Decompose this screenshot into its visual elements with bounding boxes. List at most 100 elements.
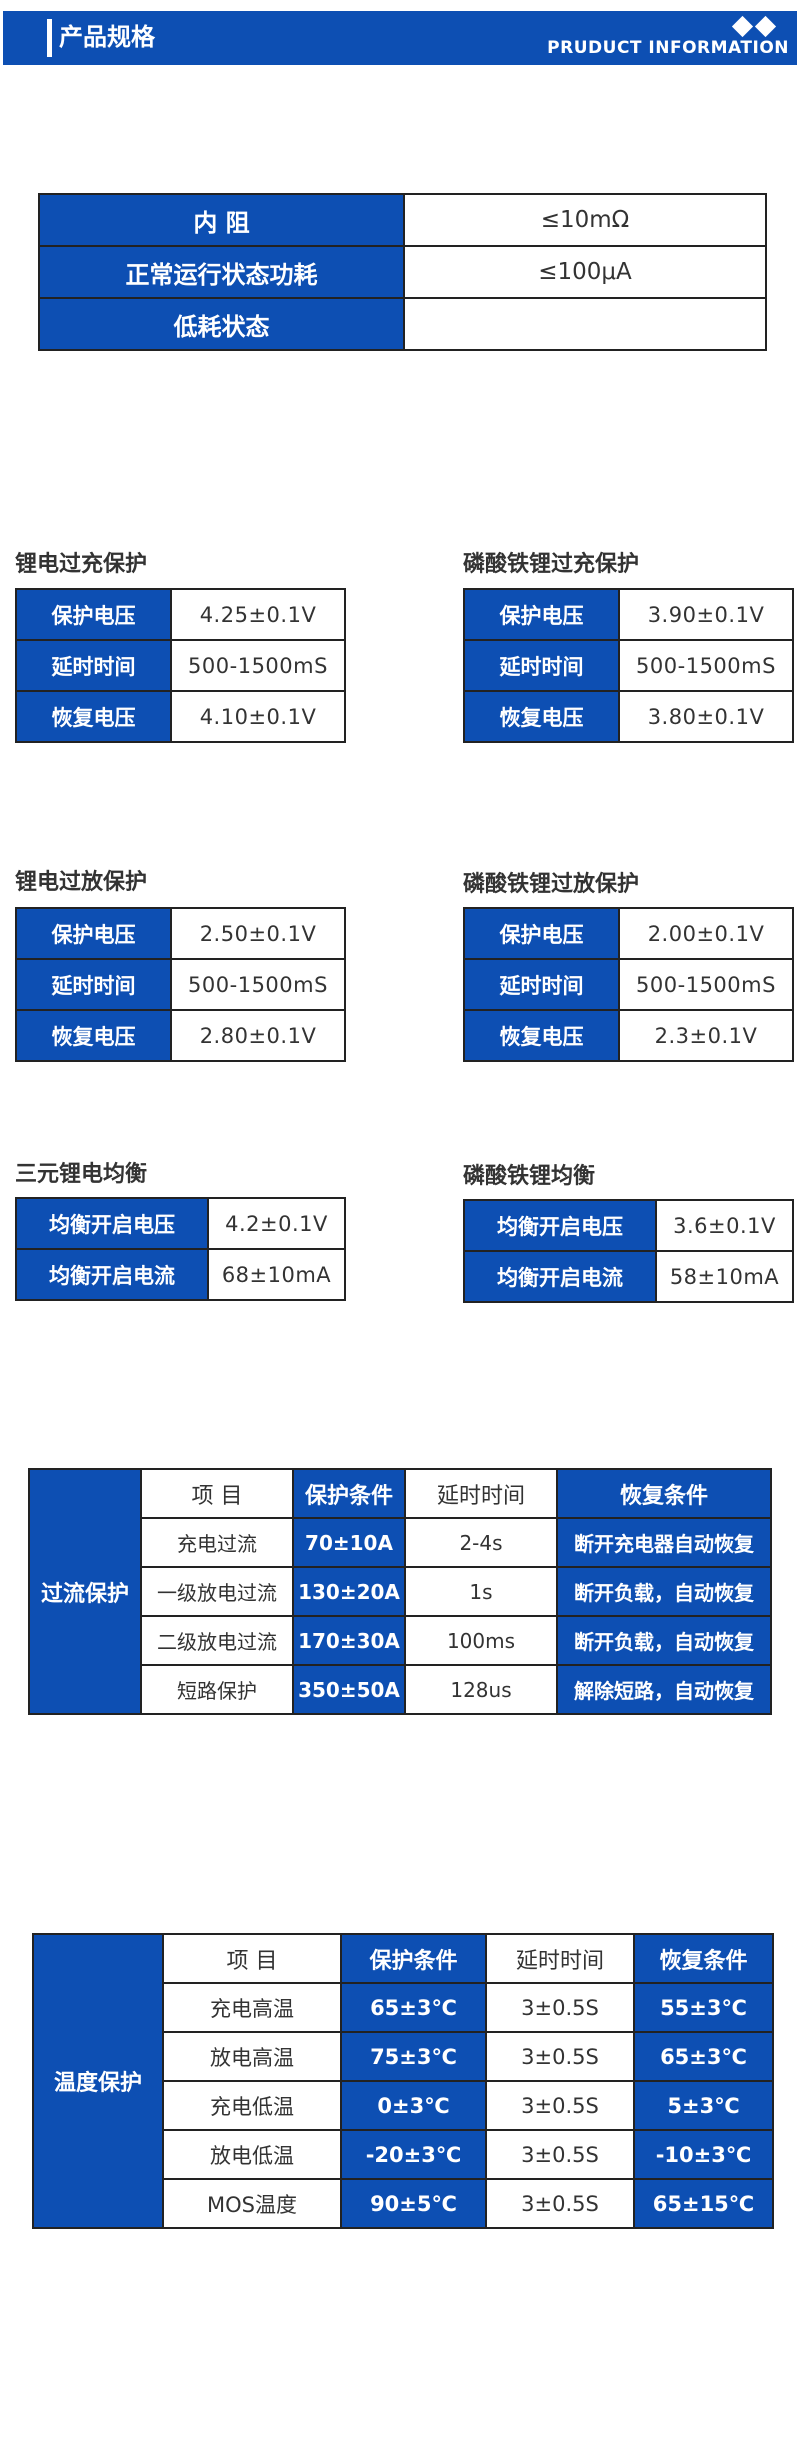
row-value: 2.3±0.1V (618, 1009, 794, 1062)
cell-condition: 350±50A (292, 1664, 406, 1715)
spec-value: ≤100μA (403, 245, 767, 299)
row-label: 延时时间 (15, 958, 172, 1011)
cell-item: 短路保护 (140, 1664, 294, 1715)
row-label: 延时时间 (463, 639, 620, 692)
row-value: 500-1500mS (170, 639, 346, 692)
table-row: 正常运行状态功耗 ≤100μA (38, 245, 767, 299)
column-header: 延时时间 (404, 1468, 558, 1519)
cell-item: 放电低温 (162, 2129, 342, 2180)
row-label: 保护电压 (15, 907, 172, 960)
cell-delay: 3±0.5S (485, 2031, 635, 2082)
header-banner: 产品规格 PRUDUCT INFORMATION (3, 11, 797, 65)
row-value: 58±10mA (655, 1250, 794, 1303)
column-header: 项 目 (162, 1933, 342, 1984)
cell-item: 充电过流 (140, 1517, 294, 1568)
column-header: 恢复条件 (633, 1933, 774, 1984)
diamond-icon (731, 15, 754, 38)
cell-item: 充电低温 (162, 2080, 342, 2131)
row-value: 3.6±0.1V (655, 1199, 794, 1252)
cell-recovery: 65±3℃ (633, 2031, 774, 2082)
cell-delay: 3±0.5S (485, 1982, 635, 2033)
cell-recovery: 断开充电器自动恢复 (556, 1517, 772, 1568)
row-label: 恢复电压 (463, 690, 620, 743)
cell-delay: 3±0.5S (485, 2080, 635, 2131)
table-row: 充电过流 70±10A 2-4s 断开充电器自动恢复 (29, 1517, 772, 1568)
row-value: 2.50±0.1V (170, 907, 346, 960)
cell-recovery: 65±15℃ (633, 2178, 774, 2229)
page-title: 产品规格 (59, 23, 155, 51)
cell-recovery: 断开负载，自动恢复 (556, 1566, 772, 1617)
section-title-li-overdischarge: 锂电过放保护 (15, 870, 148, 895)
column-header: 保护条件 (340, 1933, 487, 1984)
table-row: 放电高温 75±3℃ 3±0.5S 65±3℃ (33, 2031, 774, 2082)
cell-condition: 90±5℃ (340, 2178, 487, 2229)
table-row: 一级放电过流 130±20A 1s 断开负载，自动恢复 (29, 1566, 772, 1617)
row-label: 均衡开启电流 (15, 1248, 209, 1301)
column-header: 保护条件 (292, 1468, 406, 1519)
row-label: 延时时间 (463, 958, 620, 1011)
column-header: 恢复条件 (556, 1468, 772, 1519)
table-row: 充电高温 65±3℃ 3±0.5S 55±3℃ (33, 1982, 774, 2033)
table-row: MOS温度 90±5℃ 3±0.5S 65±15℃ (33, 2178, 774, 2229)
main-spec-table: 内 阻 ≤10mΩ 正常运行状态功耗 ≤100μA 低耗状态 (38, 193, 767, 351)
row-value: 2.80±0.1V (170, 1009, 346, 1062)
table-row: 短路保护 350±50A 128us 解除短路，自动恢复 (29, 1664, 772, 1715)
cell-delay: 3±0.5S (485, 2129, 635, 2180)
cell-recovery: 55±3℃ (633, 1982, 774, 2033)
section-title-lfp-overcharge: 磷酸铁锂过充保护 (463, 552, 640, 577)
cell-delay: 3±0.5S (485, 2178, 635, 2229)
spec-label: 低耗状态 (38, 297, 405, 351)
cell-recovery: 解除短路，自动恢复 (556, 1664, 772, 1715)
cell-delay: 128us (404, 1664, 558, 1715)
cell-condition: 70±10A (292, 1517, 406, 1568)
spec-value (403, 297, 767, 351)
row-value: 68±10mA (207, 1248, 346, 1301)
row-value: 500-1500mS (618, 639, 794, 692)
cell-delay: 2-4s (404, 1517, 558, 1568)
cell-item: MOS温度 (162, 2178, 342, 2229)
row-value: 2.00±0.1V (618, 907, 794, 960)
row-value: 500-1500mS (170, 958, 346, 1011)
row-value: 3.80±0.1V (618, 690, 794, 743)
temperature-table: 温度保护 项 目 保护条件 延时时间 恢复条件 充电高温 65±3℃ 3±0.5… (32, 1933, 774, 2229)
row-label: 恢复电压 (463, 1009, 620, 1062)
section-title-lfp-overdischarge: 磷酸铁锂过放保护 (463, 872, 640, 897)
row-label: 恢复电压 (15, 1009, 172, 1062)
spec-label: 正常运行状态功耗 (38, 245, 405, 299)
header-accent-bar (47, 19, 52, 57)
row-label: 均衡开启电压 (15, 1197, 209, 1250)
spec-label: 内 阻 (38, 193, 405, 247)
cell-condition: 170±30A (292, 1615, 406, 1666)
cell-condition: 130±20A (292, 1566, 406, 1617)
overcurrent-table: 过流保护 项 目 保护条件 延时时间 恢复条件 充电过流 70±10A 2-4s… (28, 1468, 772, 1715)
overcurrent-side-label: 过流保护 (28, 1468, 142, 1715)
cell-condition: 0±3℃ (340, 2080, 487, 2131)
row-value: 4.2±0.1V (207, 1197, 346, 1250)
table-row: 过流保护 项 目 保护条件 延时时间 恢复条件 (28, 1468, 772, 1715)
table-row: 放电低温 -20±3℃ 3±0.5S -10±3℃ (33, 2129, 774, 2180)
row-label: 保护电压 (463, 907, 620, 960)
table-row: 二级放电过流 170±30A 100ms 断开负载，自动恢复 (29, 1615, 772, 1666)
spec-value: ≤10mΩ (403, 193, 767, 247)
row-label: 保护电压 (15, 588, 172, 641)
cell-delay: 100ms (404, 1615, 558, 1666)
row-value: 3.90±0.1V (618, 588, 794, 641)
cell-delay: 1s (404, 1566, 558, 1617)
cell-condition: 75±3℃ (340, 2031, 487, 2082)
